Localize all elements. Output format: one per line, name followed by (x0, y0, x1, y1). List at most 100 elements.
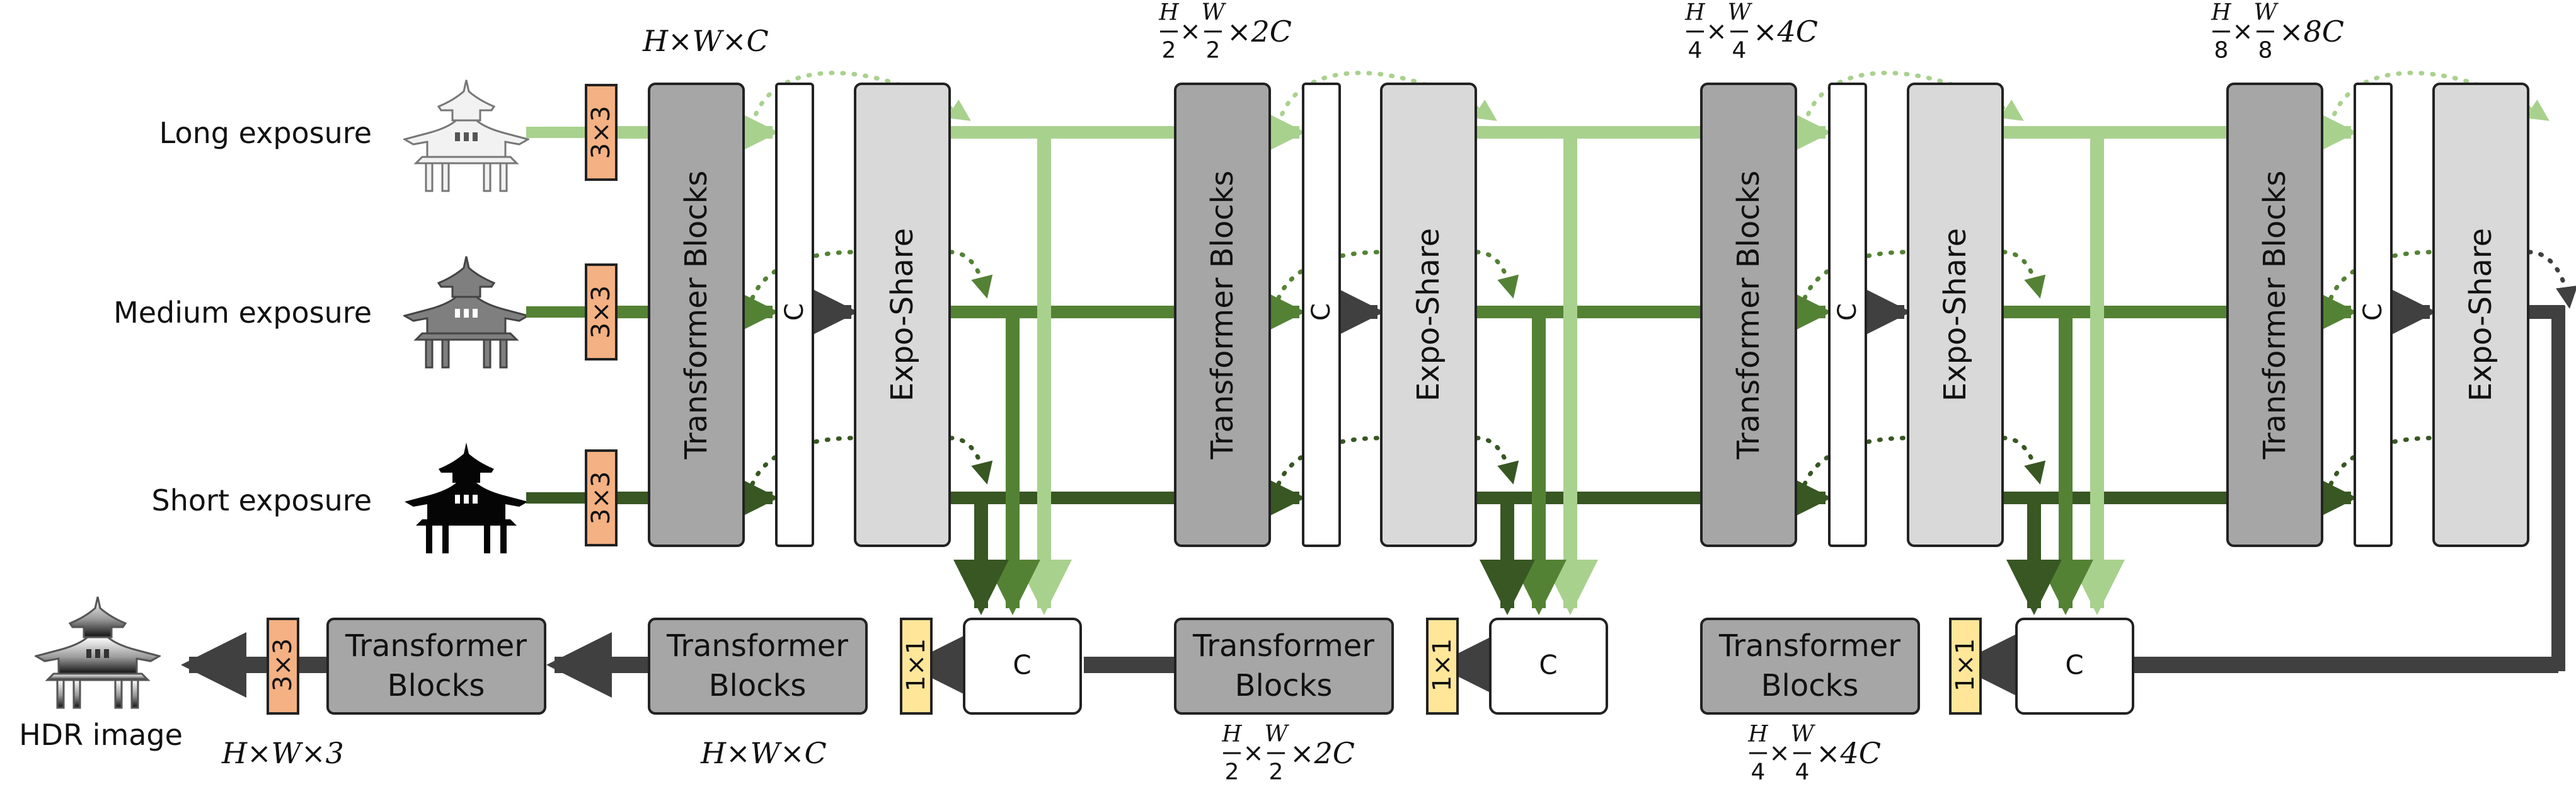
dim-decoder-3-w-num: W (1790, 722, 1815, 747)
medium-skip-dotted-out (1475, 250, 1519, 299)
dim-decoder-3-suffix: ×4C (1816, 736, 1881, 770)
encoder-transformer-label-3: Transformer Blocks (1731, 170, 1766, 459)
short-conv3x3-label: 3×3 (587, 471, 616, 524)
dim-decoder-2-h-num: H (1221, 722, 1242, 747)
dim-stage-2-suffix: ×2C (1227, 14, 1292, 49)
encoder-concat-block-4 (2354, 83, 2393, 547)
decoder-transformer-3 (1700, 618, 1920, 715)
dim-stage-3-w-num: W (1727, 0, 1752, 26)
dim-stage-4-h-num: H (2211, 0, 2231, 26)
expo-share-block-1 (854, 83, 951, 547)
expo-share-label-3: Expo-Share (1938, 228, 1973, 401)
encoder-transformer-label-2: Transformer Blocks (1205, 170, 1240, 459)
dim-stage-3-times1: × (1706, 17, 1727, 46)
conv1x1-block-1 (900, 618, 933, 715)
decoder-transformer-0 (326, 618, 546, 715)
medium-skip-dotted-out (948, 250, 993, 299)
encoder-transformer-label-4: Transformer Blocks (2257, 170, 2292, 459)
encoder-transformer-block-3 (1700, 83, 1797, 547)
decoder-concat-label-3: C (2065, 650, 2083, 681)
dim-stage-3-suffix: ×4C (1753, 14, 1818, 49)
decoder-concat-block-3 (2015, 618, 2134, 715)
output-conv3x3-label: 3×3 (268, 638, 297, 691)
dim-decoder-2-h-den: 2 (1225, 759, 1239, 785)
dim-stage-2-times1: × (1180, 17, 1201, 46)
short-conv3x3-block (585, 449, 618, 546)
decoder-transformer-1 (648, 618, 868, 715)
dim-stage-4-times1: × (2232, 17, 2253, 46)
decoder-transformer-0-line1: Transformer (345, 628, 527, 664)
dim-decoder-3-w-den: 4 (1795, 759, 1810, 785)
expo-share-block-2 (1380, 83, 1477, 547)
decoder-transformer-0-line2: Blocks (388, 668, 485, 703)
decoder-concat-block-2 (1489, 618, 1608, 715)
decoder-concat-label-1: C (1013, 650, 1031, 681)
dim-stage-4-w-den: 8 (2258, 38, 2273, 64)
dim-decoder-1: H×W×C (700, 736, 827, 770)
decoder-transformer-2 (1174, 618, 1394, 715)
dim-decoder-3-h-num: H (1747, 722, 1768, 747)
dim-stage-4-suffix: ×8C (2279, 14, 2344, 49)
decoder-concat-label-2: C (1539, 650, 1557, 681)
dim-stage-3-w-den: 4 (1732, 38, 1747, 64)
dim-stage-2-w-num: W (1201, 0, 1226, 26)
encoder-concat-block-2 (1302, 83, 1341, 547)
output-conv3x3-block (267, 618, 299, 715)
expo-share-label-4: Expo-Share (2463, 228, 2498, 401)
short-skip-dotted-out (1475, 435, 1519, 485)
decoder-transformer-3-line1: Transformer (1718, 628, 1900, 664)
dim-decoder-2-times1: × (1243, 739, 1264, 768)
medium-exposure-label: Medium exposure (113, 296, 372, 330)
encoder-concat-label-3: C (1833, 303, 1862, 321)
medium-exposure-image (403, 255, 529, 369)
short-exposure-image (405, 442, 528, 553)
encoder-transformer-block-1 (648, 83, 745, 547)
long-conv3x3-block (585, 84, 618, 181)
dim-decoder-2-w-den: 2 (1269, 759, 1284, 785)
decoder-transformer-1-line2: Blocks (709, 668, 807, 703)
dim-decoder-3-h-den: 4 (1751, 759, 1766, 785)
dim-stage-4-w-num: W (2253, 0, 2279, 26)
expo-share-label-1: Expo-Share (885, 228, 920, 401)
long-exposure-label: Long exposure (159, 116, 372, 150)
encoder-transformer-block-4 (2226, 83, 2323, 547)
dim-decoder-3-times1: × (1769, 739, 1790, 768)
long-conv3x3-label: 3×3 (587, 106, 616, 159)
expo-share-block-3 (1907, 83, 2004, 547)
encoder-concat-label-4: C (2359, 303, 2388, 321)
conv1x1-label-3: 1×1 (1951, 638, 1980, 691)
encoder-concat-block-3 (1828, 83, 1867, 547)
dim-decoder-2-suffix: ×2C (1290, 736, 1355, 770)
dim-stage-2-w-den: 2 (1206, 38, 1221, 64)
decoder-concat-block-1 (963, 618, 1082, 715)
final-skip-dotted (2527, 250, 2576, 309)
encoder-transformer-block-2 (1174, 83, 1271, 547)
conv1x1-label-1: 1×1 (902, 638, 931, 691)
dim-stage-3-h-num: H (1684, 0, 1705, 26)
connections (181, 71, 2576, 698)
dim-stage-3-h-den: 4 (1688, 38, 1703, 64)
long-exposure-image (403, 79, 529, 192)
short-skip-dotted-out (948, 435, 993, 485)
short-skip-dotted-out (2001, 435, 2046, 485)
medium-conv3x3-block (585, 263, 618, 361)
dim-decoder-2-w-num: W (1264, 722, 1289, 747)
decoder-transformer-2-line2: Blocks (1235, 668, 1333, 703)
conv1x1-block-2 (1426, 618, 1459, 715)
conv1x1-label-2: 1×1 (1428, 638, 1457, 691)
decoder-transformer-1-line1: Transformer (666, 628, 848, 664)
conv1x1-block-3 (1949, 618, 1982, 715)
encoder-concat-block-1 (775, 83, 814, 547)
decoder-transformer-3-line2: Blocks (1761, 668, 1859, 703)
dim-output: H×W×3 (221, 736, 344, 770)
dim-stage-1: H×W×C (642, 24, 769, 58)
dim-stage-2-h-den: 2 (1162, 38, 1176, 64)
medium-skip-dotted-out (2001, 250, 2046, 299)
encoder-concat-label-2: C (1307, 303, 1336, 321)
short-exposure-label: Short exposure (152, 483, 372, 517)
expo-share-label-2: Expo-Share (1411, 228, 1446, 401)
encoder-concat-label-1: C (780, 303, 809, 321)
